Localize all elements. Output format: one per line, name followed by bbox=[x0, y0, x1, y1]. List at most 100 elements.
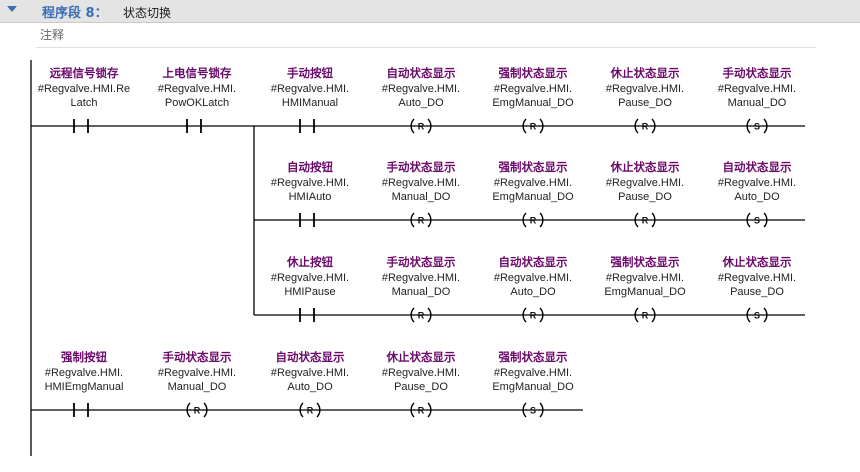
coil-type-label: R bbox=[194, 406, 201, 416]
coil-symbol[interactable] bbox=[299, 402, 304, 418]
element-variable-label: Manual_DO bbox=[392, 286, 451, 298]
element-name-label: 休止状态显示 bbox=[610, 160, 680, 174]
element-variable-label: #Regvalve.HMI. bbox=[158, 83, 236, 95]
coil-symbol[interactable] bbox=[522, 118, 527, 134]
element-variable-label: Manual_DO bbox=[728, 97, 787, 109]
coil-type-label: R bbox=[418, 311, 425, 321]
element-variable-label: #Regvalve.HMI. bbox=[45, 367, 123, 379]
element-variable-label: Auto_DO bbox=[510, 286, 556, 298]
element-name-label: 强制状态显示 bbox=[499, 66, 568, 80]
segment-label: 程序段 8： bbox=[42, 6, 108, 21]
coil-symbol[interactable] bbox=[427, 307, 432, 323]
coil-symbol[interactable] bbox=[763, 118, 768, 134]
element-variable-label: #Regvalve.HMI. bbox=[382, 272, 460, 284]
coil-type-label: S bbox=[754, 216, 760, 226]
coil-symbol[interactable] bbox=[186, 402, 191, 418]
coil-symbol[interactable] bbox=[539, 212, 544, 228]
element-variable-label: EmgManual_DO bbox=[492, 97, 574, 109]
element-variable-label: #Regvalve.HMI. bbox=[494, 367, 572, 379]
element-variable-label: Auto_DO bbox=[398, 97, 444, 109]
element-variable-label: Pause_DO bbox=[730, 286, 784, 298]
element-variable-label: Pause_DO bbox=[618, 97, 672, 109]
element-variable-label: #Regvalve.HMI. bbox=[271, 272, 349, 284]
coil-type-label: S bbox=[754, 122, 760, 132]
element-name-label: 自动状态显示 bbox=[499, 255, 568, 269]
element-name-label: 强制状态显示 bbox=[499, 350, 568, 364]
coil-symbol[interactable] bbox=[634, 307, 639, 323]
element-name-label: 休止状态显示 bbox=[386, 350, 456, 364]
coil-symbol[interactable] bbox=[410, 118, 415, 134]
coil-symbol[interactable] bbox=[746, 307, 751, 323]
coil-symbol[interactable] bbox=[203, 402, 208, 418]
coil-symbol[interactable] bbox=[651, 307, 656, 323]
coil-symbol[interactable] bbox=[746, 118, 751, 134]
coil-type-label: R bbox=[307, 406, 314, 416]
element-name-label: 手动状态显示 bbox=[387, 255, 456, 269]
element-name-label: 手动按钮 bbox=[287, 66, 333, 80]
coil-type-label: S bbox=[530, 406, 536, 416]
segment-title[interactable]: 状态切换 bbox=[123, 6, 172, 20]
element-variable-label: #Regvalve.HMI. bbox=[606, 177, 684, 189]
element-variable-label: #Regvalve.HMI. bbox=[382, 177, 460, 189]
coil-symbol[interactable] bbox=[634, 212, 639, 228]
segment-header[interactable]: 程序段 8： 状态切换 bbox=[0, 0, 860, 23]
element-variable-label: #Regvalve.HMI. bbox=[718, 83, 796, 95]
collapse-triangle-icon[interactable] bbox=[7, 6, 17, 12]
coil-symbol[interactable] bbox=[522, 212, 527, 228]
element-variable-label: #Regvalve.HMI. bbox=[494, 177, 572, 189]
element-variable-label: PowOKLatch bbox=[165, 97, 229, 109]
coil-type-label: R bbox=[642, 311, 649, 321]
element-name-label: 强制状态显示 bbox=[499, 160, 568, 174]
coil-symbol[interactable] bbox=[763, 212, 768, 228]
coil-symbol[interactable] bbox=[651, 118, 656, 134]
element-variable-label: #Regvalve.HMI. bbox=[271, 367, 349, 379]
element-name-label: 上电信号锁存 bbox=[163, 66, 232, 80]
coil-type-label: R bbox=[530, 122, 537, 132]
element-variable-label: #Regvalve.HMI. bbox=[271, 177, 349, 189]
element-variable-label: HMIManual bbox=[282, 97, 338, 109]
element-variable-label: #Regvalve.HMI. bbox=[158, 367, 236, 379]
element-name-label: 休止状态显示 bbox=[610, 66, 680, 80]
coil-symbol[interactable] bbox=[410, 307, 415, 323]
element-variable-label: #Regvalve.HMI. bbox=[494, 83, 572, 95]
coil-symbol[interactable] bbox=[651, 212, 656, 228]
element-name-label: 手动状态显示 bbox=[723, 66, 792, 80]
element-variable-label: #Regvalve.HMI. bbox=[606, 83, 684, 95]
coil-symbol[interactable] bbox=[427, 212, 432, 228]
element-variable-label: EmgManual_DO bbox=[604, 286, 686, 298]
element-variable-label: #Regvalve.HMI. bbox=[606, 272, 684, 284]
coil-type-label: R bbox=[530, 216, 537, 226]
coil-symbol[interactable] bbox=[522, 307, 527, 323]
coil-symbol[interactable] bbox=[427, 402, 432, 418]
element-variable-label: #Regvalve.HMI. bbox=[494, 272, 572, 284]
element-variable-label: Auto_DO bbox=[287, 381, 333, 393]
coil-symbol[interactable] bbox=[763, 307, 768, 323]
element-name-label: 休止状态显示 bbox=[722, 255, 792, 269]
coil-symbol[interactable] bbox=[522, 402, 527, 418]
element-name-label: 自动状态显示 bbox=[723, 160, 792, 174]
segment-comment[interactable]: 注释 bbox=[36, 26, 816, 48]
element-name-label: 自动状态显示 bbox=[387, 66, 456, 80]
element-variable-label: Auto_DO bbox=[734, 191, 780, 203]
coil-symbol[interactable] bbox=[634, 118, 639, 134]
element-variable-label: Latch bbox=[71, 97, 98, 109]
element-variable-label: #Regvalve.HMI. bbox=[382, 83, 460, 95]
coil-symbol[interactable] bbox=[427, 118, 432, 134]
coil-symbol[interactable] bbox=[746, 212, 751, 228]
element-variable-label: EmgManual_DO bbox=[492, 191, 574, 203]
coil-symbol[interactable] bbox=[539, 307, 544, 323]
coil-symbol[interactable] bbox=[316, 402, 321, 418]
coil-symbol[interactable] bbox=[410, 402, 415, 418]
element-name-label: 手动状态显示 bbox=[387, 160, 456, 174]
element-name-label: 强制状态显示 bbox=[611, 255, 680, 269]
coil-symbol[interactable] bbox=[539, 118, 544, 134]
coil-symbol[interactable] bbox=[539, 402, 544, 418]
coil-type-label: R bbox=[418, 216, 425, 226]
element-name-label: 强制按钮 bbox=[61, 350, 107, 364]
element-variable-label: HMIAuto bbox=[289, 191, 332, 203]
coil-symbol[interactable] bbox=[410, 212, 415, 228]
element-variable-label: HMIPause bbox=[284, 286, 335, 298]
element-variable-label: #Regvalve.HMI.Re bbox=[38, 83, 130, 95]
element-variable-label: #Regvalve.HMI. bbox=[271, 83, 349, 95]
